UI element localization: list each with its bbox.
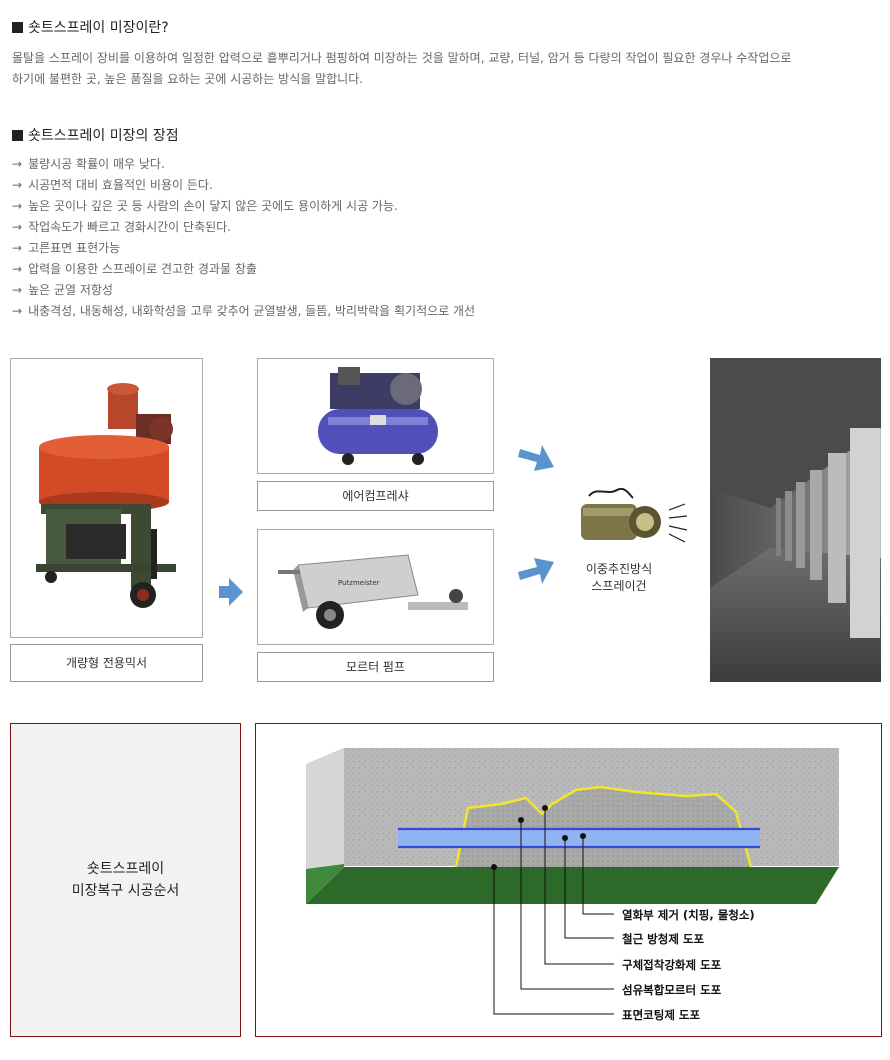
list-item: → 시공면적 대비 효율적인 비용이 든다. [12,175,475,196]
mixer-image [10,358,203,638]
arrow-right-icon: → [12,262,23,276]
intro-desc-line-1: 몰탈을 스프레이 장비를 이용하여 일정한 압력으로 흩뿌리거나 펌핑하여 미장… [12,51,792,65]
process-title-line-1: 숏트스프레이 [86,861,165,877]
advantages-list: → 불량시공 확률이 매우 낮다. → 시공면적 대비 효율적인 비용이 든다. →… [12,154,475,322]
advantage-text: 작업속도가 빠르고 경화시간이 단축된다. [28,220,232,234]
advantages-title-text: 숏트스프레이 미장의 장점 [28,128,179,144]
step-label: 열화부 제거 (치핑, 물청소) [622,908,755,922]
list-item: → 고른표면 표현가능 [12,238,475,259]
spraygun-caption: 이중추진방식 스프레이건 [572,561,666,595]
arrow-down-right-icon [518,445,554,471]
intro-description: 몰탈을 스프레이 장비를 이용하여 일정한 압력으로 흩뿌리거나 펌핑하여 미장… [12,48,882,90]
list-item: → 작업속도가 빠르고 경화시간이 단축된다. [12,217,475,238]
mixer-illustration [36,383,176,608]
compressor-image [257,358,494,474]
arrow-right-icon: → [12,283,23,297]
advantage-text: 시공면적 대비 효율적인 비용이 든다. [28,178,213,192]
advantage-text: 불량시공 확률이 매우 낮다. [28,157,165,171]
list-item: → 불량시공 확률이 매우 낮다. [12,154,475,175]
arrow-right-icon: → [12,157,23,171]
spraygun-caption-line-2: 스프레이건 [591,579,647,593]
tunnel-photo [710,358,881,682]
arrow-right-icon [219,578,243,606]
spraygun-illustration [581,488,688,543]
list-item: → 높은 곳이나 깊은 곳 등 사람의 손이 닿지 않은 곳에도 용이하게 시공 … [12,196,475,217]
compressor-caption: 에어컴프레샤 [257,481,494,511]
section-title-intro: 숏트스프레이 미장이란? [12,17,169,37]
advantage-text: 압력을 이용한 스프레이로 견고한 경과물 창출 [28,262,257,276]
advantage-text: 높은 곳이나 깊은 곳 등 사람의 손이 닿지 않은 곳에도 용이하게 시공 가… [28,199,398,213]
square-bullet-icon [12,130,23,141]
intro-desc-line-2: 하기에 불편한 곳, 높은 품질을 요하는 곳에 시공하는 방식을 말합니다. [12,72,364,86]
pump-image: Putzmeister [257,529,494,645]
list-item: → 높은 균열 저항성 [12,280,475,301]
mixer-caption: 개량형 전용믹서 [10,644,203,682]
step-label: 철근 방청제 도포 [622,932,705,946]
step-label: 섬유복합모르터 도포 [622,983,722,997]
arrow-right-icon: → [12,220,23,234]
process-title-line-2: 미장복구 시공순서 [71,883,180,899]
pump-brand-label: Putzmeister [338,579,380,587]
arrow-right-icon: → [12,304,23,318]
pump-caption: 모르터 펌프 [257,652,494,682]
advantage-text: 고른표면 표현가능 [28,241,121,255]
list-item: → 내충격성, 내동해성, 내화학성을 고루 갖추어 균열발생, 들뜸, 박리박락… [12,301,475,322]
arrow-up-right-icon [518,558,554,584]
intro-title-text: 숏트스프레이 미장이란? [28,20,169,36]
spraygun-caption-line-1: 이중추진방식 [585,562,653,576]
process-title-box: 숏트스프레이 미장복구 시공순서 [10,723,241,1037]
arrow-right-icon: → [12,178,23,192]
advantage-text: 내충격성, 내동해성, 내화학성을 고루 갖추어 균열발생, 들뜸, 박리박락을… [28,304,476,318]
repair-cross-section [306,748,839,1015]
square-bullet-icon [12,22,23,33]
list-item: → 압력을 이용한 스프레이로 견고한 경과물 창출 [12,259,475,280]
section-title-advantages: 숏트스프레이 미장의 장점 [12,125,179,145]
advantage-text: 높은 균열 저항성 [28,283,113,297]
step-label: 표면코팅제 도포 [622,1008,701,1022]
arrow-right-icon: → [12,199,23,213]
step-label: 구체접착강화제 도포 [622,958,722,972]
pump-illustration: Putzmeister [278,554,468,629]
process-diagram: 열화부 제거 (치핑, 물청소) 철근 방청제 도포 구체접착강화제 도포 섬유… [255,723,882,1037]
arrow-right-icon: → [12,241,23,255]
compressor-illustration [318,367,438,465]
process-title: 숏트스프레이 미장복구 시공순서 [11,858,240,902]
